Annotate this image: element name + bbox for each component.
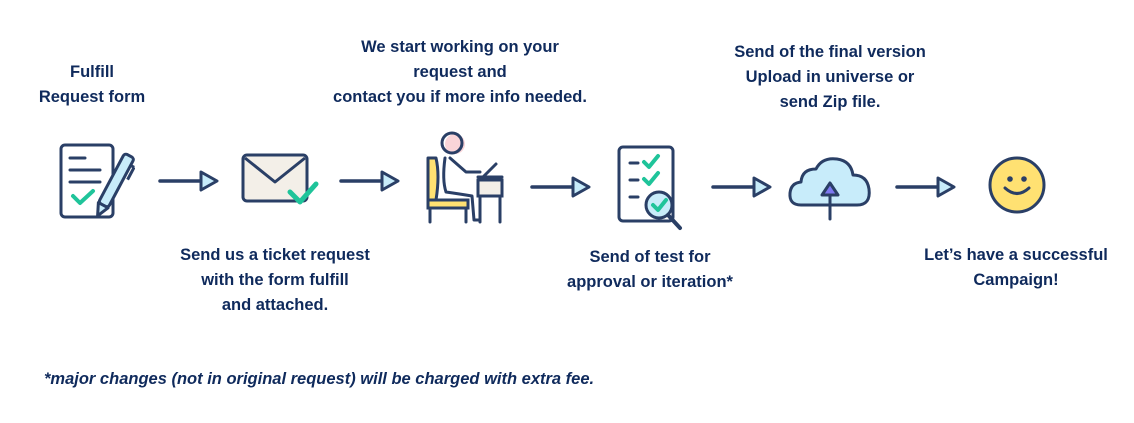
step-1-label: Fulfill Request form	[22, 60, 162, 110]
step-3-label: We start working on your request and con…	[300, 35, 620, 110]
cloud-upload-icon	[788, 157, 871, 221]
step-2-label: Send us a ticket request with the form f…	[155, 243, 395, 318]
step-5-label: Send of the final version Upload in univ…	[700, 40, 960, 115]
arrow-right-icon	[895, 176, 956, 198]
arrow-right-icon	[339, 170, 400, 192]
arrow-right-icon	[158, 170, 219, 192]
step-6-label: Let’s have a successful Campaign!	[900, 243, 1132, 293]
checklist-magnifier-icon	[617, 145, 682, 230]
smiley-face-icon	[988, 156, 1046, 214]
step-4-label-line: approval or iteration*	[567, 273, 733, 291]
step-2-label-line: Send us a ticket request	[180, 246, 370, 264]
arrow-right-icon	[711, 176, 772, 198]
step-3-label-line: request and	[413, 63, 507, 81]
form-pen-check-icon	[59, 143, 135, 219]
step-2-label-line: with the form fulfill	[201, 271, 349, 289]
step-4-label: Send of test for approval or iteration*	[535, 245, 765, 295]
step-5-label-line: send Zip file.	[779, 93, 881, 111]
step-1-label-line: Request form	[38, 88, 146, 106]
arrow-right-icon	[530, 176, 591, 198]
step-5-label-line: Send of the final version	[734, 43, 926, 61]
footnote: *major changes (not in original request)…	[44, 370, 595, 388]
person-at-desk-icon	[426, 131, 504, 224]
step-3-label-line: contact you if more info needed.	[333, 88, 587, 106]
step-2-label-line: and attached.	[221, 296, 329, 314]
step-3-label-line: We start working on your	[361, 38, 559, 56]
step-4-label-line: Send of test for	[589, 248, 711, 266]
step-6-label-line: Let’s have a successful	[924, 246, 1108, 264]
step-1-label-line: Fulfill	[70, 63, 114, 81]
step-6-label-line: Campaign!	[973, 271, 1059, 289]
envelope-check-icon	[241, 153, 319, 205]
step-5-label-line: Upload in universe or	[745, 68, 915, 86]
